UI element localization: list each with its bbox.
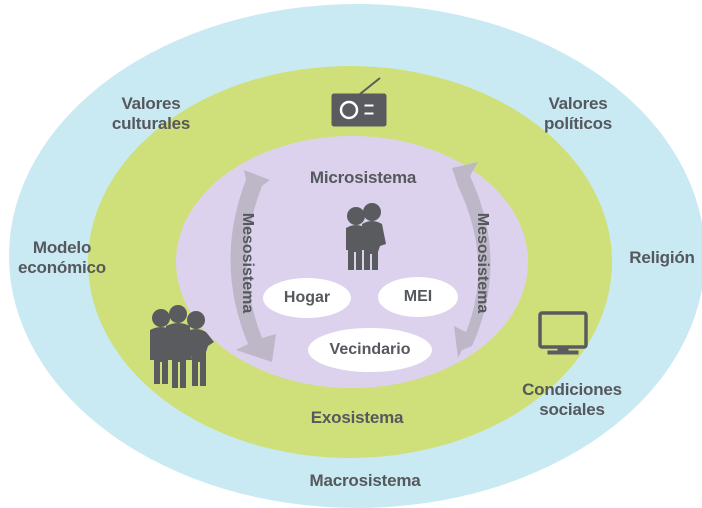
hogar-pill [263, 278, 351, 318]
mesosistema-left-label: Mesosistema [239, 212, 256, 314]
vecindario-pill [308, 328, 432, 372]
religion-label: Religión [629, 248, 695, 267]
macrosistema-label: Macrosistema [309, 471, 421, 490]
television-icon [538, 311, 588, 355]
valores-culturales-label: Valores culturales [111, 94, 191, 133]
mesosistema-right-label: Mesosistema [474, 212, 491, 314]
mei-label: MEI [403, 288, 433, 305]
vecindario-label: Vecindario [329, 341, 411, 358]
modelo-economico-label: Modelo económico [18, 238, 106, 277]
children-icon [346, 203, 386, 270]
radio-icon [331, 77, 387, 127]
family-icon [150, 305, 214, 388]
mei-pill [378, 277, 458, 317]
mesosistema-left-arrow [230, 170, 276, 362]
exosistema-label: Exosistema [310, 408, 404, 427]
microsistema-label: Microsistema [309, 168, 417, 187]
condiciones-sociales-label: Condiciones sociales [522, 380, 622, 419]
valores-politicos-label: Valores políticos [543, 94, 613, 133]
mesosistema-right-arrow [452, 162, 491, 358]
hogar-label: Hogar [283, 289, 331, 306]
